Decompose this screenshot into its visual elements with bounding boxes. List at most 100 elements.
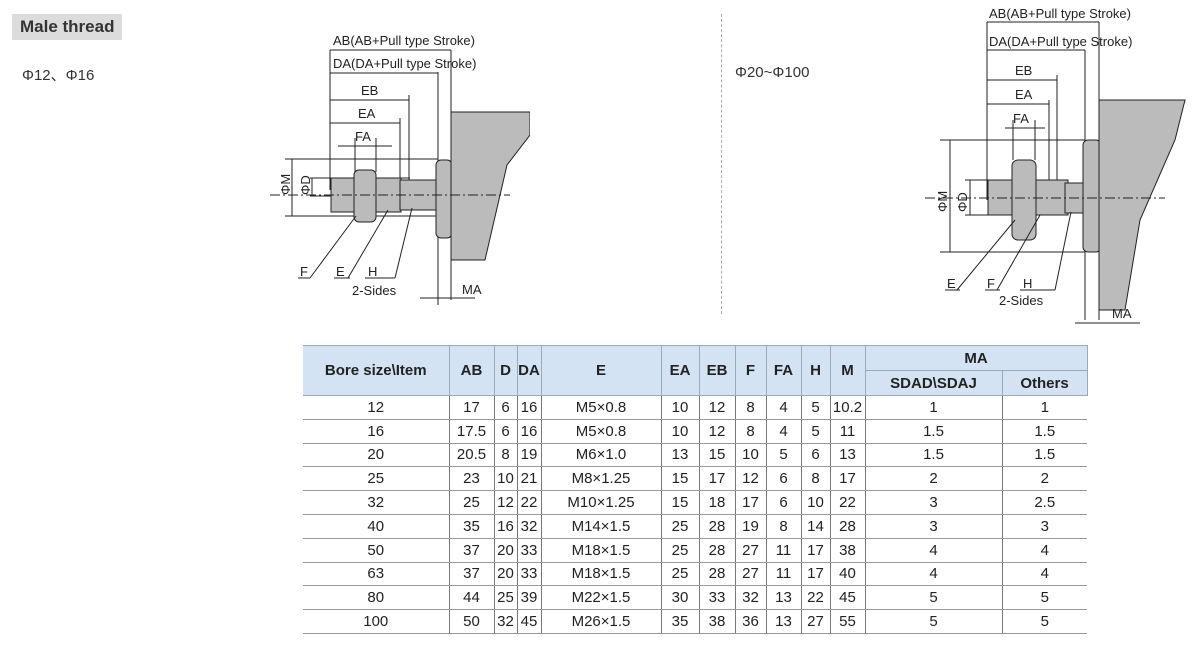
header-ma-sdad: SDAD\SDAJ [865,370,1003,396]
table-cell: 100 [303,609,449,634]
table-cell: 4 [1001,538,1087,563]
table-cell: M22×1.5 [540,585,661,611]
table-cell: M8×1.25 [540,466,661,492]
table-cell: 1.5 [1001,443,1087,468]
table-cell: 18 [698,490,735,515]
table-cell: M6×1.0 [540,443,661,468]
table-cell: 11 [765,562,801,587]
label-da: DA(DA+Pull type Stroke) [333,56,476,71]
table-cell: 10 [734,443,766,468]
table-cell: 28 [698,538,735,563]
label-ab-right: AB(AB+Pull type Stroke) [989,6,1131,21]
table-cell: 17 [734,490,766,515]
table-cell: 8 [734,419,766,444]
label-e: E [336,264,345,279]
table-cell: M14×1.5 [540,514,661,539]
diagram-small-bore: AB(AB+Pull type Stroke) DA(DA+Pull type … [270,33,530,305]
table-cell: 44 [448,585,494,611]
label-f-right: F [987,276,995,291]
table-cell: 39 [516,585,541,611]
table-cell: 16 [516,419,541,444]
table-cell: 6 [765,490,801,515]
table-cell: M26×1.5 [540,609,661,634]
table-cell: 21 [516,466,541,492]
label-m: ΦM [278,174,293,195]
table-cell: 37 [448,538,494,563]
table-cell: 10.2 [829,395,865,420]
table-cell: 3 [864,514,1002,539]
table-cell: 13 [829,443,865,468]
header-eb: EB [698,345,736,396]
header-d: D [493,345,518,396]
table-cell: 63 [303,562,449,587]
header-e: E [540,345,662,396]
table-cell: 4 [765,419,801,444]
table-cell: 35 [660,609,699,634]
diagram-large-bore: AB(AB+Pull type Stroke) DA(DA+Pull type … [925,6,1186,324]
table-cell: 12 [698,419,735,444]
table-cell: 14 [800,514,830,539]
label-eb: EB [361,83,378,98]
label-e-right: E [947,276,956,291]
table-cell: 40 [303,514,449,539]
table-cell: 11 [765,538,801,563]
table-cell: 5 [800,419,830,444]
table-cell: 28 [698,562,735,587]
table-cell: 19 [734,514,766,539]
table-cell: 10 [800,490,830,515]
table-cell: 12 [734,466,766,492]
label-eb-right: EB [1015,63,1032,78]
label-da-right: DA(DA+Pull type Stroke) [989,34,1132,49]
table-cell: 27 [800,609,830,634]
table-cell: 15 [698,443,735,468]
table-cell: 16 [516,395,541,420]
label-fa: FA [355,129,371,144]
table-cell: 20.5 [448,443,494,468]
label-fa-right: FA [1013,111,1029,126]
table-cell: 17 [448,395,494,420]
table-cell: M18×1.5 [540,562,661,587]
table-cell: 17 [800,538,830,563]
label-ab: AB(AB+Pull type Stroke) [333,33,475,48]
table-cell: 22 [800,585,830,611]
section-title: Male thread [12,14,123,40]
table-cell: 2 [1001,466,1087,492]
header-ma-others: Others [1001,370,1088,396]
table-cell: 5 [864,585,1002,611]
table-cell: 4 [765,395,801,420]
header-ab: AB [448,345,495,396]
table-cell: 22 [516,490,541,515]
header-fa: FA [765,345,802,396]
label-h: H [368,264,377,279]
table-cell: M5×0.8 [540,419,661,444]
table-cell: M18×1.5 [540,538,661,563]
table-cell: 25 [493,585,517,611]
header-bore: Bore size\Item [303,345,450,396]
table-cell: 50 [448,609,494,634]
table-cell: 8 [493,443,517,468]
table-cell: 3 [864,490,1002,515]
table-cell: 8 [734,395,766,420]
table-cell: 13 [765,609,801,634]
label-d: ΦD [298,175,313,195]
dimension-table: Bore size\Item AB D DA E EA EB F FA H M … [303,345,1088,634]
left-size-range: Φ12、Φ16 [22,67,95,84]
label-ea: EA [358,106,376,121]
table-cell: 6 [493,395,517,420]
table-cell: 32 [734,585,766,611]
table-cell: 2 [864,466,1002,492]
header-f: F [734,345,767,396]
table-cell: 32 [493,609,517,634]
table-cell: 45 [516,609,541,634]
table-cell: 80 [303,585,449,611]
label-h-right: H [1023,276,1032,291]
label-sides-right: 2-Sides [999,293,1044,308]
table-cell: 13 [660,443,699,468]
table-cell: 33 [698,585,735,611]
table-cell: 1.5 [1001,419,1087,444]
table-cell: 20 [493,562,517,587]
